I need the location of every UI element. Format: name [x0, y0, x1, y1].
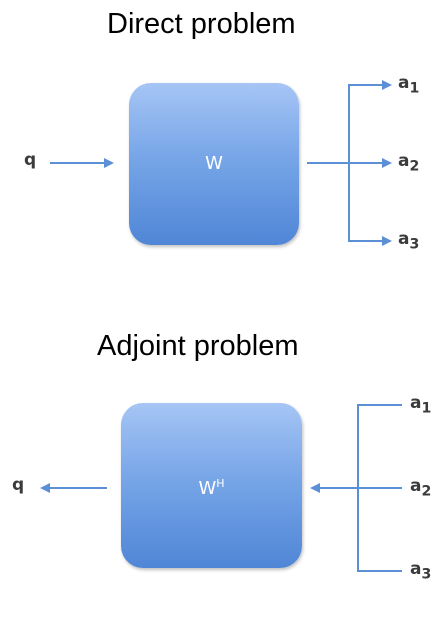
adjoint-output-label: q — [12, 475, 25, 495]
direct-box-label: W — [205, 153, 223, 174]
direct-title: Direct problem — [107, 8, 296, 40]
adjoint-input-branch-1 — [357, 404, 402, 572]
direct-output-label-1: a1 — [398, 73, 420, 97]
adjoint-system-box: WH — [121, 403, 302, 568]
adjoint-input-label-2: a2 — [410, 476, 432, 500]
direct-system-box: W — [129, 83, 299, 245]
adjoint-input-label-3: a3 — [410, 559, 432, 583]
direct-output-branch-1 — [348, 80, 392, 163]
direct-output-label-3: a3 — [398, 229, 420, 253]
direct-output-label-2: a2 — [398, 151, 420, 175]
adjoint-box-label: WH — [198, 477, 225, 499]
direct-input-label: q — [24, 150, 37, 170]
adjoint-input-label-1: a1 — [410, 393, 432, 417]
direct-output-branch-3 — [348, 163, 392, 246]
adjoint-title: Adjoint problem — [97, 330, 299, 362]
